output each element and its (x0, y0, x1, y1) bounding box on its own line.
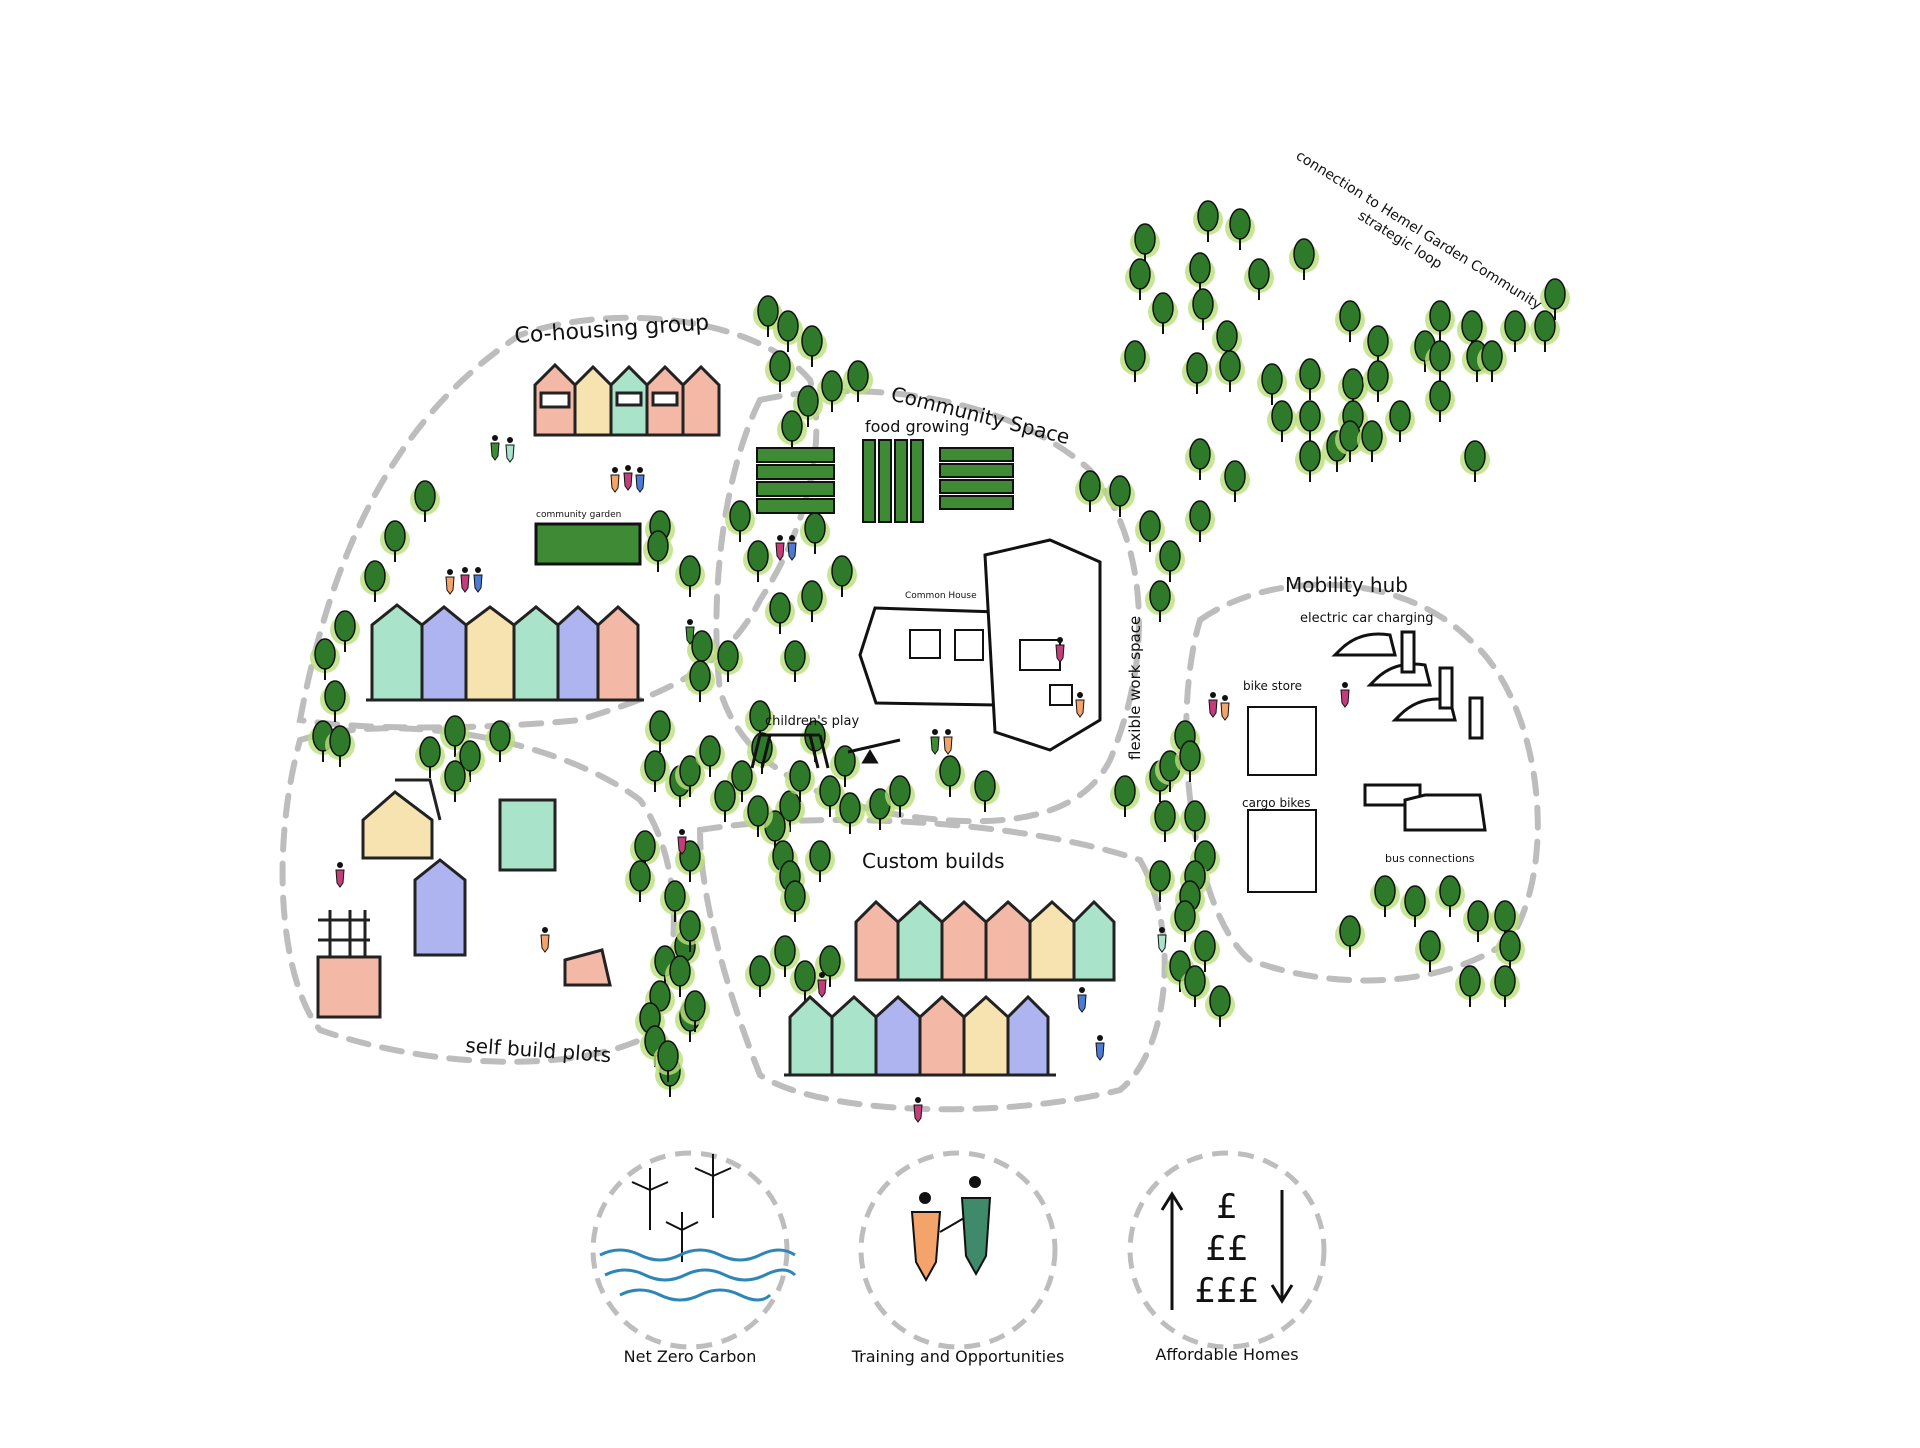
pound-row-1: £ (1216, 1187, 1238, 1227)
cohousing-zone-outline (296, 314, 820, 731)
common-house-building (858, 538, 1102, 752)
common-house-label: Common House (905, 591, 977, 601)
cohousing-label: Co-housing group (514, 310, 710, 349)
mobility-hub-label: Mobility hub (1285, 573, 1408, 597)
benefit-affordable: £ ££ £££ Affordable Homes (1127, 1150, 1327, 1364)
benefit-net-zero-label: Net Zero Carbon (624, 1347, 757, 1366)
childrens-play-equipment (750, 733, 901, 769)
custom-builds-terrace-bottom (784, 994, 1056, 1077)
custom-builds-zone-outline (696, 817, 1168, 1113)
childrens-play-label: children's play (765, 714, 859, 729)
benefit-net-zero: Net Zero Carbon (590, 1150, 797, 1366)
self-build-houses (316, 778, 612, 1019)
mobility-hub-items (1247, 630, 1487, 893)
bus-connections-label: bus connections (1385, 852, 1475, 865)
community-garden-label: community garden (536, 510, 621, 520)
custom-builds-terrace-top (854, 899, 1116, 982)
food-growing-beds (756, 439, 1014, 523)
food-growing-label: food growing (865, 417, 969, 436)
people-icon (910, 1176, 992, 1283)
benefit-training-label: Training and Opportunities (851, 1347, 1065, 1366)
cargo-bikes-label: cargo bikes (1242, 796, 1311, 810)
cohousing-terrace-bottom (366, 603, 644, 702)
cohousing-terrace-top (533, 362, 721, 437)
self-build-zone-outline (279, 725, 677, 1065)
flexible-work-label: flexible work space (1126, 616, 1144, 760)
community-garden-lawn (534, 522, 642, 566)
benefit-training: Training and Opportunities (851, 1150, 1065, 1366)
connection-label-line1: connection to Hemel Garden Community (1293, 148, 1545, 313)
bike-store-label: bike store (1243, 679, 1302, 693)
pound-row-3: £££ (1195, 1271, 1260, 1311)
wind-turbine-icon (599, 1154, 797, 1302)
custom-builds-label: Custom builds (862, 849, 1005, 873)
ev-charging-label: electric car charging (1300, 611, 1434, 626)
pound-scale-icon: £ ££ £££ (1160, 1187, 1294, 1311)
pound-row-2: ££ (1205, 1229, 1248, 1269)
benefit-affordable-label: Affordable Homes (1155, 1345, 1298, 1364)
